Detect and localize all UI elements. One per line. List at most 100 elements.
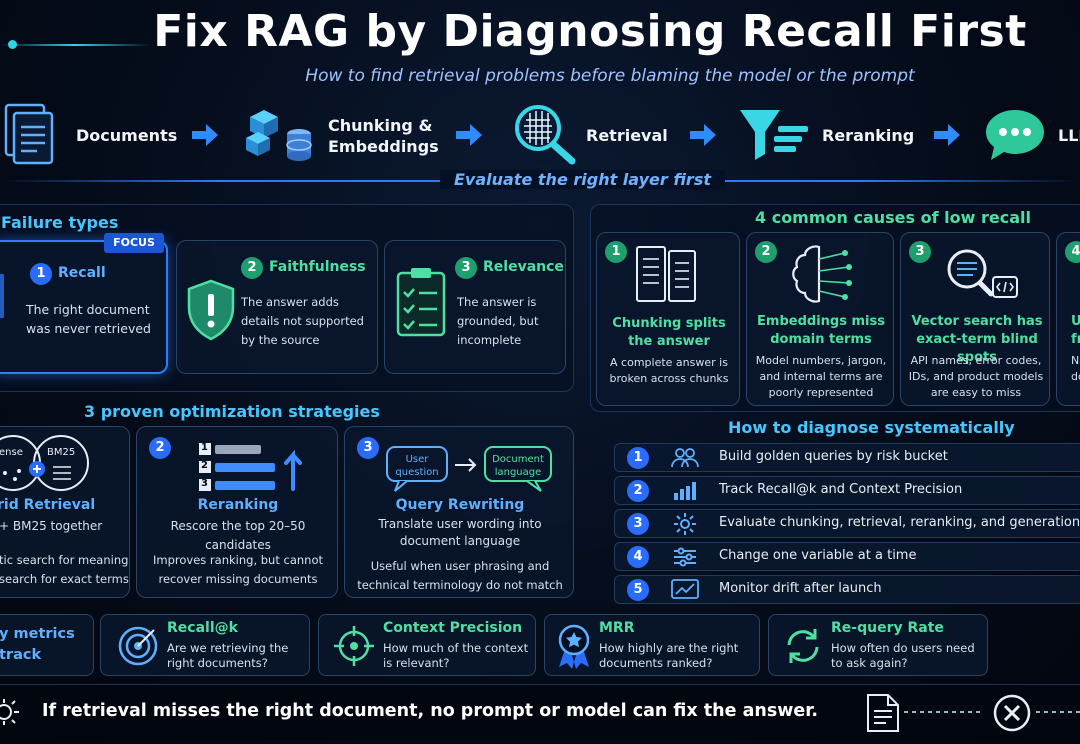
dashed-arrow <box>1036 711 1080 713</box>
ranking-bars-icon <box>199 443 302 491</box>
strategy-head: Query Rewriting <box>395 497 525 513</box>
eval-banner: Evaluate the right layer first <box>440 170 725 189</box>
diagnose-step-5: 5 Monitor drift after launch <box>614 575 1080 604</box>
failure-head: Recall <box>58 265 106 281</box>
rewrite-bubbles-icon <box>386 446 552 492</box>
rank-label: 3 <box>201 478 208 489</box>
metric-context-precision: Context Precision How much of the contex… <box>318 614 536 676</box>
pipeline-chunking-label: Chunking & Embeddings <box>328 116 439 156</box>
pipeline-reranking-label: Reranking <box>822 126 915 145</box>
circuit-dot-icon <box>8 40 17 49</box>
blocked-x-icon <box>993 694 1031 732</box>
failure-card-relevance: 3 Relevance The answer is grounded, but … <box>384 240 566 374</box>
step-text: Build golden queries by risk bucket <box>719 449 948 464</box>
chat-bubble-icon <box>986 110 1044 160</box>
failure-number: 1 <box>30 263 52 285</box>
hybrid-left-label: ense <box>0 447 23 458</box>
strategy-desc: tic search for meaning search for exact … <box>0 553 129 586</box>
bubble-document-language: Document language <box>492 454 544 478</box>
failure-desc: The answer is grounded, but incomplete <box>457 295 539 347</box>
funnel-icon <box>740 110 808 160</box>
cause-number: 1 <box>605 241 627 263</box>
documents-icon <box>4 103 54 165</box>
arrow-right-icon <box>192 124 218 146</box>
failure-desc: The answer adds details not supported by… <box>241 295 364 347</box>
failure-card-faithfulness: 2 Faithfulness The answer adds details n… <box>176 240 378 374</box>
pipeline-retrieval-label: Retrieval <box>586 126 668 145</box>
failure-desc: The right document was never retrieved <box>26 302 151 336</box>
strategy-sub: Rescore the top 20–50 candidates <box>170 519 306 552</box>
failure-head: Faithfulness <box>269 259 366 275</box>
cause-card-vector: 3 Vector search has exact-term blind spo… <box>900 232 1050 406</box>
circuit-line-left <box>0 44 150 46</box>
step-text: Monitor drift after launch <box>719 581 882 596</box>
cause-number: 3 <box>909 241 931 263</box>
cause-desc: Natu do <box>1071 354 1080 383</box>
page-title: Fix RAG by Diagnosing Recall First <box>153 6 1027 57</box>
strategy-sub: + BM25 together <box>0 519 103 533</box>
strategy-card-query-rewriting: 3 User question Document language Query … <box>344 426 574 598</box>
metric-head: Context Precision <box>383 620 523 636</box>
failure-number: 3 <box>455 257 477 279</box>
warning-shield-icon <box>187 279 235 341</box>
footer-banner: If retrieval misses the right document, … <box>0 684 1080 740</box>
diagnose-step-4: 4 Change one variable at a time <box>614 542 1080 571</box>
metric-head: Recall@k <box>167 620 238 636</box>
strategy-head: Reranking <box>197 497 279 513</box>
metric-desc: How often do users need to ask again? <box>831 641 975 670</box>
cause-head: U fro <box>1071 314 1080 347</box>
lightbulb-icon <box>0 699 19 725</box>
causes-title: 4 common causes of low recall <box>755 208 1031 227</box>
cause-number: 2 <box>755 241 777 263</box>
strategy-head: rid Retrieval <box>0 497 96 513</box>
focus-badge: FOCUS <box>104 233 164 253</box>
strategy-card-hybrid: ense BM25 rid Retrieval + BM25 together … <box>0 426 130 598</box>
split-document-icon <box>636 246 696 302</box>
strategies-title: 3 proven optimization strategies <box>84 402 380 421</box>
step-number: 1 <box>627 447 649 469</box>
refresh-icon <box>787 629 819 663</box>
hybrid-circles-icon <box>0 435 89 491</box>
diagnose-title: How to diagnose systematically <box>728 418 1015 437</box>
strategy-sub: Translate user wording into document lan… <box>378 517 542 548</box>
metric-desc: How highly are the right documents ranke… <box>599 641 739 670</box>
cause-desc: API names, error codes, IDs, and product… <box>908 354 1044 399</box>
pipeline-documents-label: Documents <box>76 126 178 145</box>
brain-network-icon <box>792 245 852 303</box>
cause-desc: A complete answer is broken across chunk… <box>609 356 729 385</box>
arrow-right-icon <box>456 124 482 146</box>
metric-head: Re-query Rate <box>831 620 944 636</box>
rank-label: 2 <box>201 460 208 471</box>
dashed-arrow <box>904 711 984 713</box>
strategy-number: 2 <box>149 437 171 459</box>
bubble-user-question: User question <box>395 454 439 478</box>
document-icon <box>867 694 899 732</box>
step-number: 3 <box>627 513 649 535</box>
diagnose-step-3: 3 Evaluate chunking, retrieval, rerankin… <box>614 509 1080 538</box>
step-text: Evaluate chunking, retrieval, reranking,… <box>719 515 1080 530</box>
metric-mrr: MRR How highly are the right documents r… <box>544 614 760 676</box>
users-icon <box>671 448 699 468</box>
page-subtitle: How to find retrieval problems before bl… <box>305 66 915 86</box>
sliders-icon <box>674 547 696 567</box>
crosshair-icon <box>334 626 374 666</box>
diagnose-step-1: 1 Build golden queries by risk bucket <box>614 443 1080 472</box>
strategy-desc: Useful when user phrasing and technical … <box>357 559 563 592</box>
strategy-card-reranking: 2 1 2 3 Reranking Rescore the top 20–50 … <box>136 426 338 598</box>
strategy-desc: Improves ranking, but cannot recover mis… <box>153 553 323 586</box>
strategy-number: 3 <box>357 437 379 459</box>
diagnose-step-2: 2 Track Recall@k and Context Precision <box>614 476 1080 505</box>
cause-head: Embeddings miss domain terms <box>757 314 885 347</box>
cause-head: Vector search has exact-term blind spots <box>911 314 1043 365</box>
cause-head: Chunking splits the answer <box>612 316 726 349</box>
cubes-database-icon <box>246 110 312 161</box>
failure-head: Relevance <box>483 259 564 275</box>
metric-recall: Recall@k Are we retrieving the right doc… <box>100 614 310 676</box>
rank-label: 1 <box>201 442 208 453</box>
failure-types-title: Failure types <box>1 213 119 232</box>
cause-desc: Model numbers, jargon, and internal term… <box>755 354 887 399</box>
medal-icon <box>558 624 590 669</box>
hybrid-right-label: BM25 <box>47 447 76 458</box>
footer-message: If retrieval misses the right document, … <box>42 701 819 721</box>
